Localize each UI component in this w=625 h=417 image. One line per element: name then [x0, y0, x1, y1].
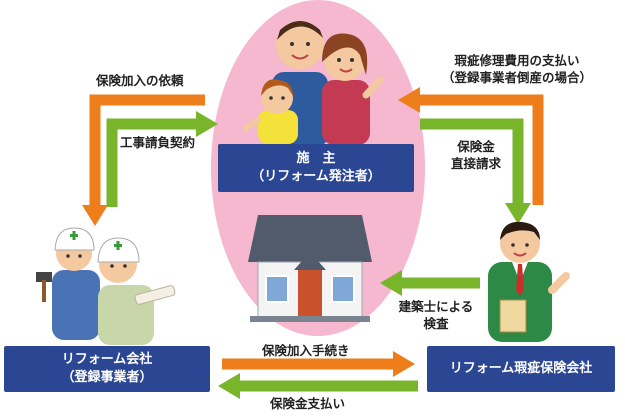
contractor-subtitle: （登録事業者） — [61, 370, 153, 385]
label-defect-repair-payment: 瑕疵修理費用の支払い （登録事業者倒産の場合） — [428, 52, 606, 86]
arrow-architect-inspection — [380, 270, 480, 296]
arrow-insurance-payment — [218, 373, 418, 399]
arrow-insurance-request — [82, 94, 205, 226]
label-insurance-request: 保険加入の依頼 — [96, 73, 184, 88]
label-architect-inspection: 建築士による 検査 — [388, 298, 484, 332]
label-direct-claim: 保険金 直接請求 — [440, 138, 512, 172]
label-direct-claim-line1: 保険金 — [457, 139, 495, 154]
contractor-title: リフォーム会社 — [61, 352, 153, 367]
arrow-direct-claim — [420, 118, 531, 224]
house-illustration — [248, 215, 372, 322]
label-construction-contract: 工事請負契約 — [120, 135, 196, 150]
workers-illustration — [36, 227, 176, 345]
arrow-insurance-procedure — [222, 351, 415, 377]
label-direct-claim-line2: 直接請求 — [450, 156, 501, 171]
arrow-defect-repair-payment — [398, 87, 544, 205]
owner-box: 施 主 （リフォーム発注者） — [218, 144, 414, 192]
arrow-construction-contract — [106, 111, 218, 207]
insurer-box: リフォーム瑕疵保険会社 — [427, 346, 615, 392]
businessman-illustration — [488, 221, 570, 342]
owner-title: 施 主 — [296, 151, 336, 166]
label-defect-repair-payment-line2: （登録事業者倒産の場合） — [441, 70, 592, 85]
contractor-box: リフォーム会社 （登録事業者） — [4, 346, 210, 392]
owner-subtitle: （リフォーム発注者） — [251, 169, 381, 184]
label-architect-inspection-line1: 建築士による — [398, 299, 474, 314]
family-illustration — [243, 21, 384, 147]
label-defect-repair-payment-line1: 瑕疵修理費用の支払い — [454, 53, 580, 68]
label-insurance-procedure: 保険加入手続き — [262, 343, 350, 358]
label-architect-inspection-line2: 検査 — [423, 316, 449, 331]
insurer-title: リフォーム瑕疵保険会社 — [449, 361, 593, 376]
label-insurance-payment: 保険金支払い — [270, 396, 346, 411]
